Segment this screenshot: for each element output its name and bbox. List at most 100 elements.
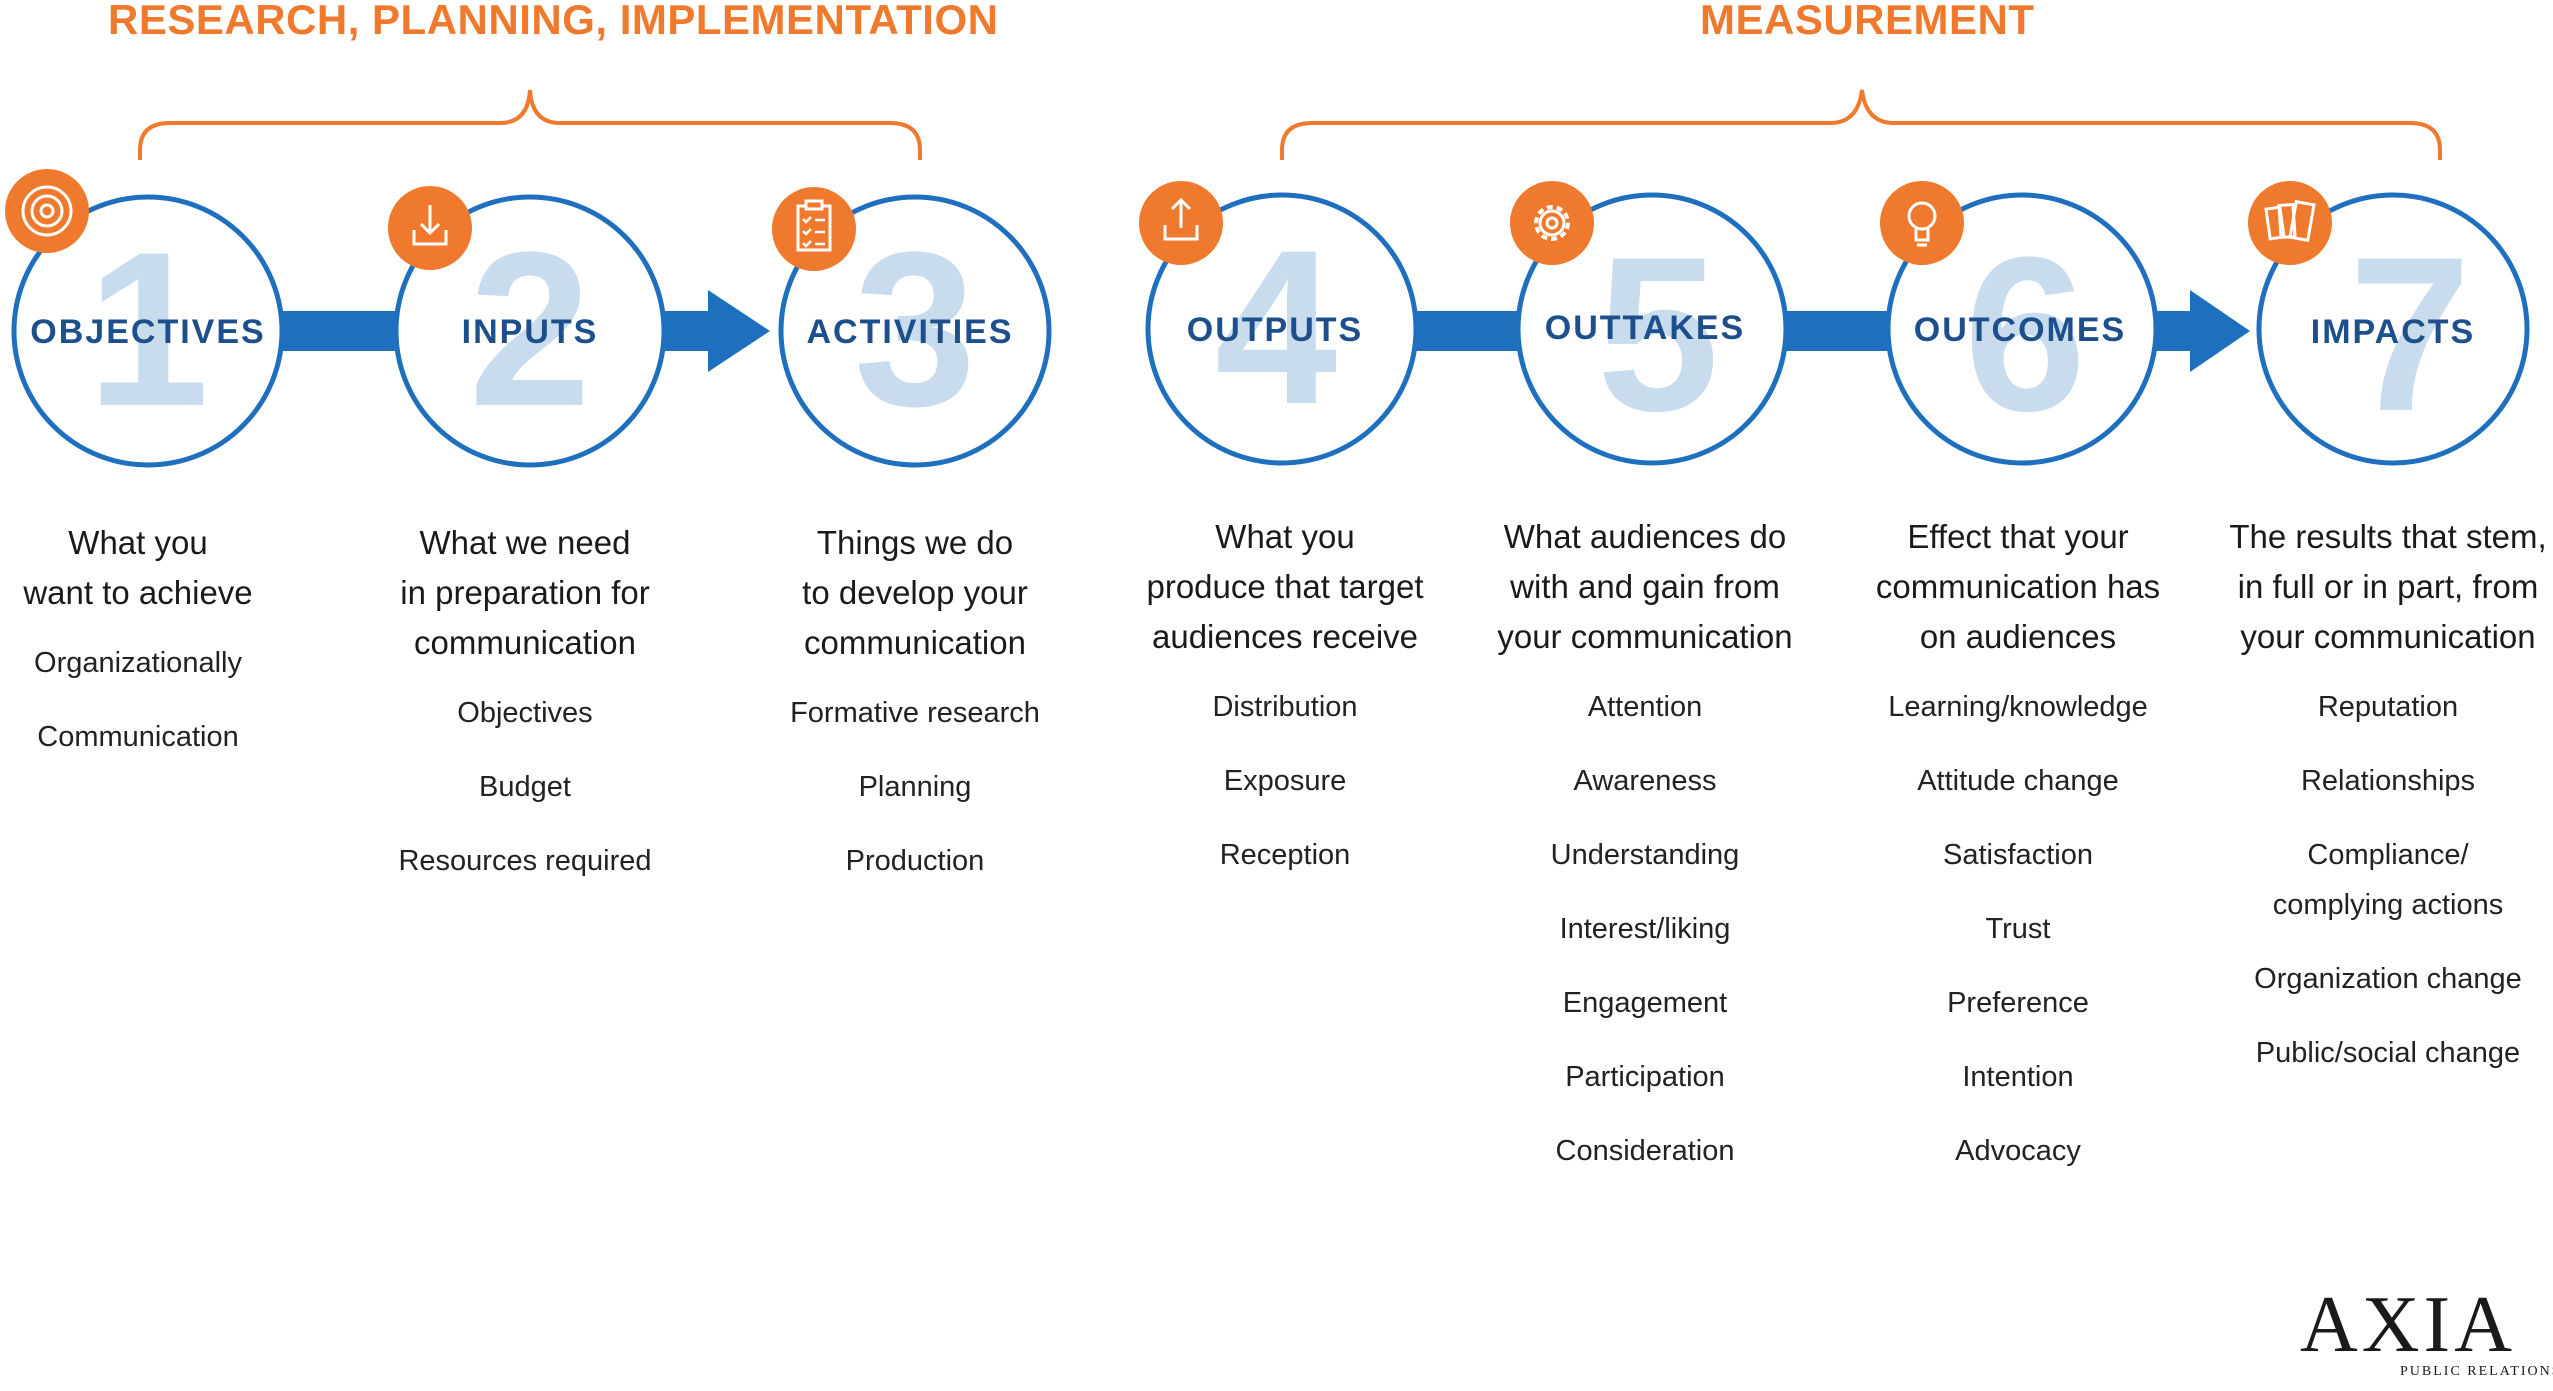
list-item: Engagement [1562,987,1728,1019]
step-label: OUTTAKES [1545,309,1745,347]
phase-title-research: RESEARCH, PLANNING, IMPLEMENTATION [108,0,999,43]
list-item: Public/social change [2255,1037,2521,1069]
list-item: Consideration [1555,1135,1735,1167]
gear-icon [1510,181,1594,265]
list-item: Organizationally [34,647,242,679]
list-item: Organization change [2254,963,2522,995]
documents-icon [2248,181,2332,265]
list-item: Awareness [1573,765,1717,797]
list-item: Planning [858,771,972,803]
list-item: Reception [1219,839,1351,871]
step-number: 6 [1964,211,2086,457]
list-item: Budget [479,771,571,803]
checklist-clipboard-icon [772,187,856,271]
step-circle [2256,192,2530,466]
list-item: Communication [37,721,239,753]
description-heading: The results that stem,in full or in part… [2229,518,2547,655]
step-number: 4 [1215,204,1337,450]
step-label: OUTPUTS [1187,311,1363,349]
step-4: 4 OUTPUTS [1139,181,1419,466]
list-item: Distribution [1212,691,1358,723]
list-item: Attention [1587,691,1703,723]
list-item: Exposure [1223,765,1347,797]
step-5: 5 OUTTAKES [1510,181,1789,466]
step-7: 7 IMPACTS [2248,181,2530,466]
step-circle [393,194,667,468]
phase-brace-measurement [1280,89,2442,160]
step-circle [1885,192,2159,466]
step-number: 1 [87,206,209,452]
step-number: 5 [1597,211,1719,457]
connector-2-3 [662,311,712,351]
axia-logo: AXIA PUBLIC RELATIONS [2300,1280,2553,1380]
logo-tagline: PUBLIC RELATIONS [2400,1364,2553,1379]
step-label: INPUTS [462,313,599,351]
step-1: 1 OBJECTIVES [5,169,285,468]
description-items: Distribution Exposure Reception [1115,682,1455,880]
download-tray-icon [388,186,472,270]
step-label: OUTCOMES [1914,311,2126,349]
step-2: 2 INPUTS [388,186,667,468]
list-item: Trust [1985,913,2051,945]
arrowhead-6-7 [2190,290,2250,372]
connector-5-6 [1785,311,1895,351]
connector-1-2 [276,311,396,351]
description-items: Organizationally Communication [0,638,308,762]
list-item: Relationships [2300,765,2476,797]
list-item: Intention [1962,1061,2074,1093]
list-item: Attitude change [1917,765,2119,797]
list-item: Preference [1947,987,2089,1019]
description-items: Reputation Relationships Compliance/ com… [2208,682,2553,1078]
step-circle [11,194,285,468]
logo-wordmark: AXIA [2300,1281,2516,1369]
list-item: Understanding [1550,839,1740,871]
list-item: Learning/knowledge [1888,691,2148,723]
step-label: ACTIVITIES [806,313,1013,351]
step-label: OBJECTIVES [30,313,265,351]
step-6: 6 OUTCOMES [1880,181,2159,466]
step-7-description: The results that stem,in full or in part… [2208,512,2553,1102]
step-circle [1145,192,1419,466]
step-number: 7 [2349,211,2471,457]
list-item: Resources required [398,845,652,877]
step-number: 2 [469,206,591,452]
phase-title-measurement: MEASUREMENT [1700,0,2035,43]
phase-brace-research [138,89,922,160]
list-item: Interest/liking [1559,913,1731,945]
connector-4-5 [1415,311,1525,351]
arrowhead-2-3 [708,290,770,372]
target-icon [5,169,89,253]
step-label: IMPACTS [2311,313,2475,351]
list-item: Participation [1565,1061,1725,1093]
list-item: Formative research [790,697,1040,729]
list-item: Objectives [457,697,593,729]
step-number: 3 [854,206,976,452]
description-items: Formative research Planning Production [745,688,1085,886]
list-item: Reputation [2317,691,2459,723]
list-item: Production [845,845,985,877]
list-item: Advocacy [1955,1135,2081,1167]
list-item: Satisfaction [1943,839,2093,871]
upload-tray-icon [1139,181,1223,265]
list-item: Compliance/ complying actions [2272,839,2504,921]
step-circle [778,194,1052,468]
step-circle [1515,192,1789,466]
connector-6-7 [2155,311,2195,351]
description-items: Learning/knowledge Attitude change Satis… [1848,682,2188,1176]
step-3: 3 ACTIVITIES [772,187,1052,468]
description-items: Attention Awareness Understanding Intere… [1475,682,1815,1176]
